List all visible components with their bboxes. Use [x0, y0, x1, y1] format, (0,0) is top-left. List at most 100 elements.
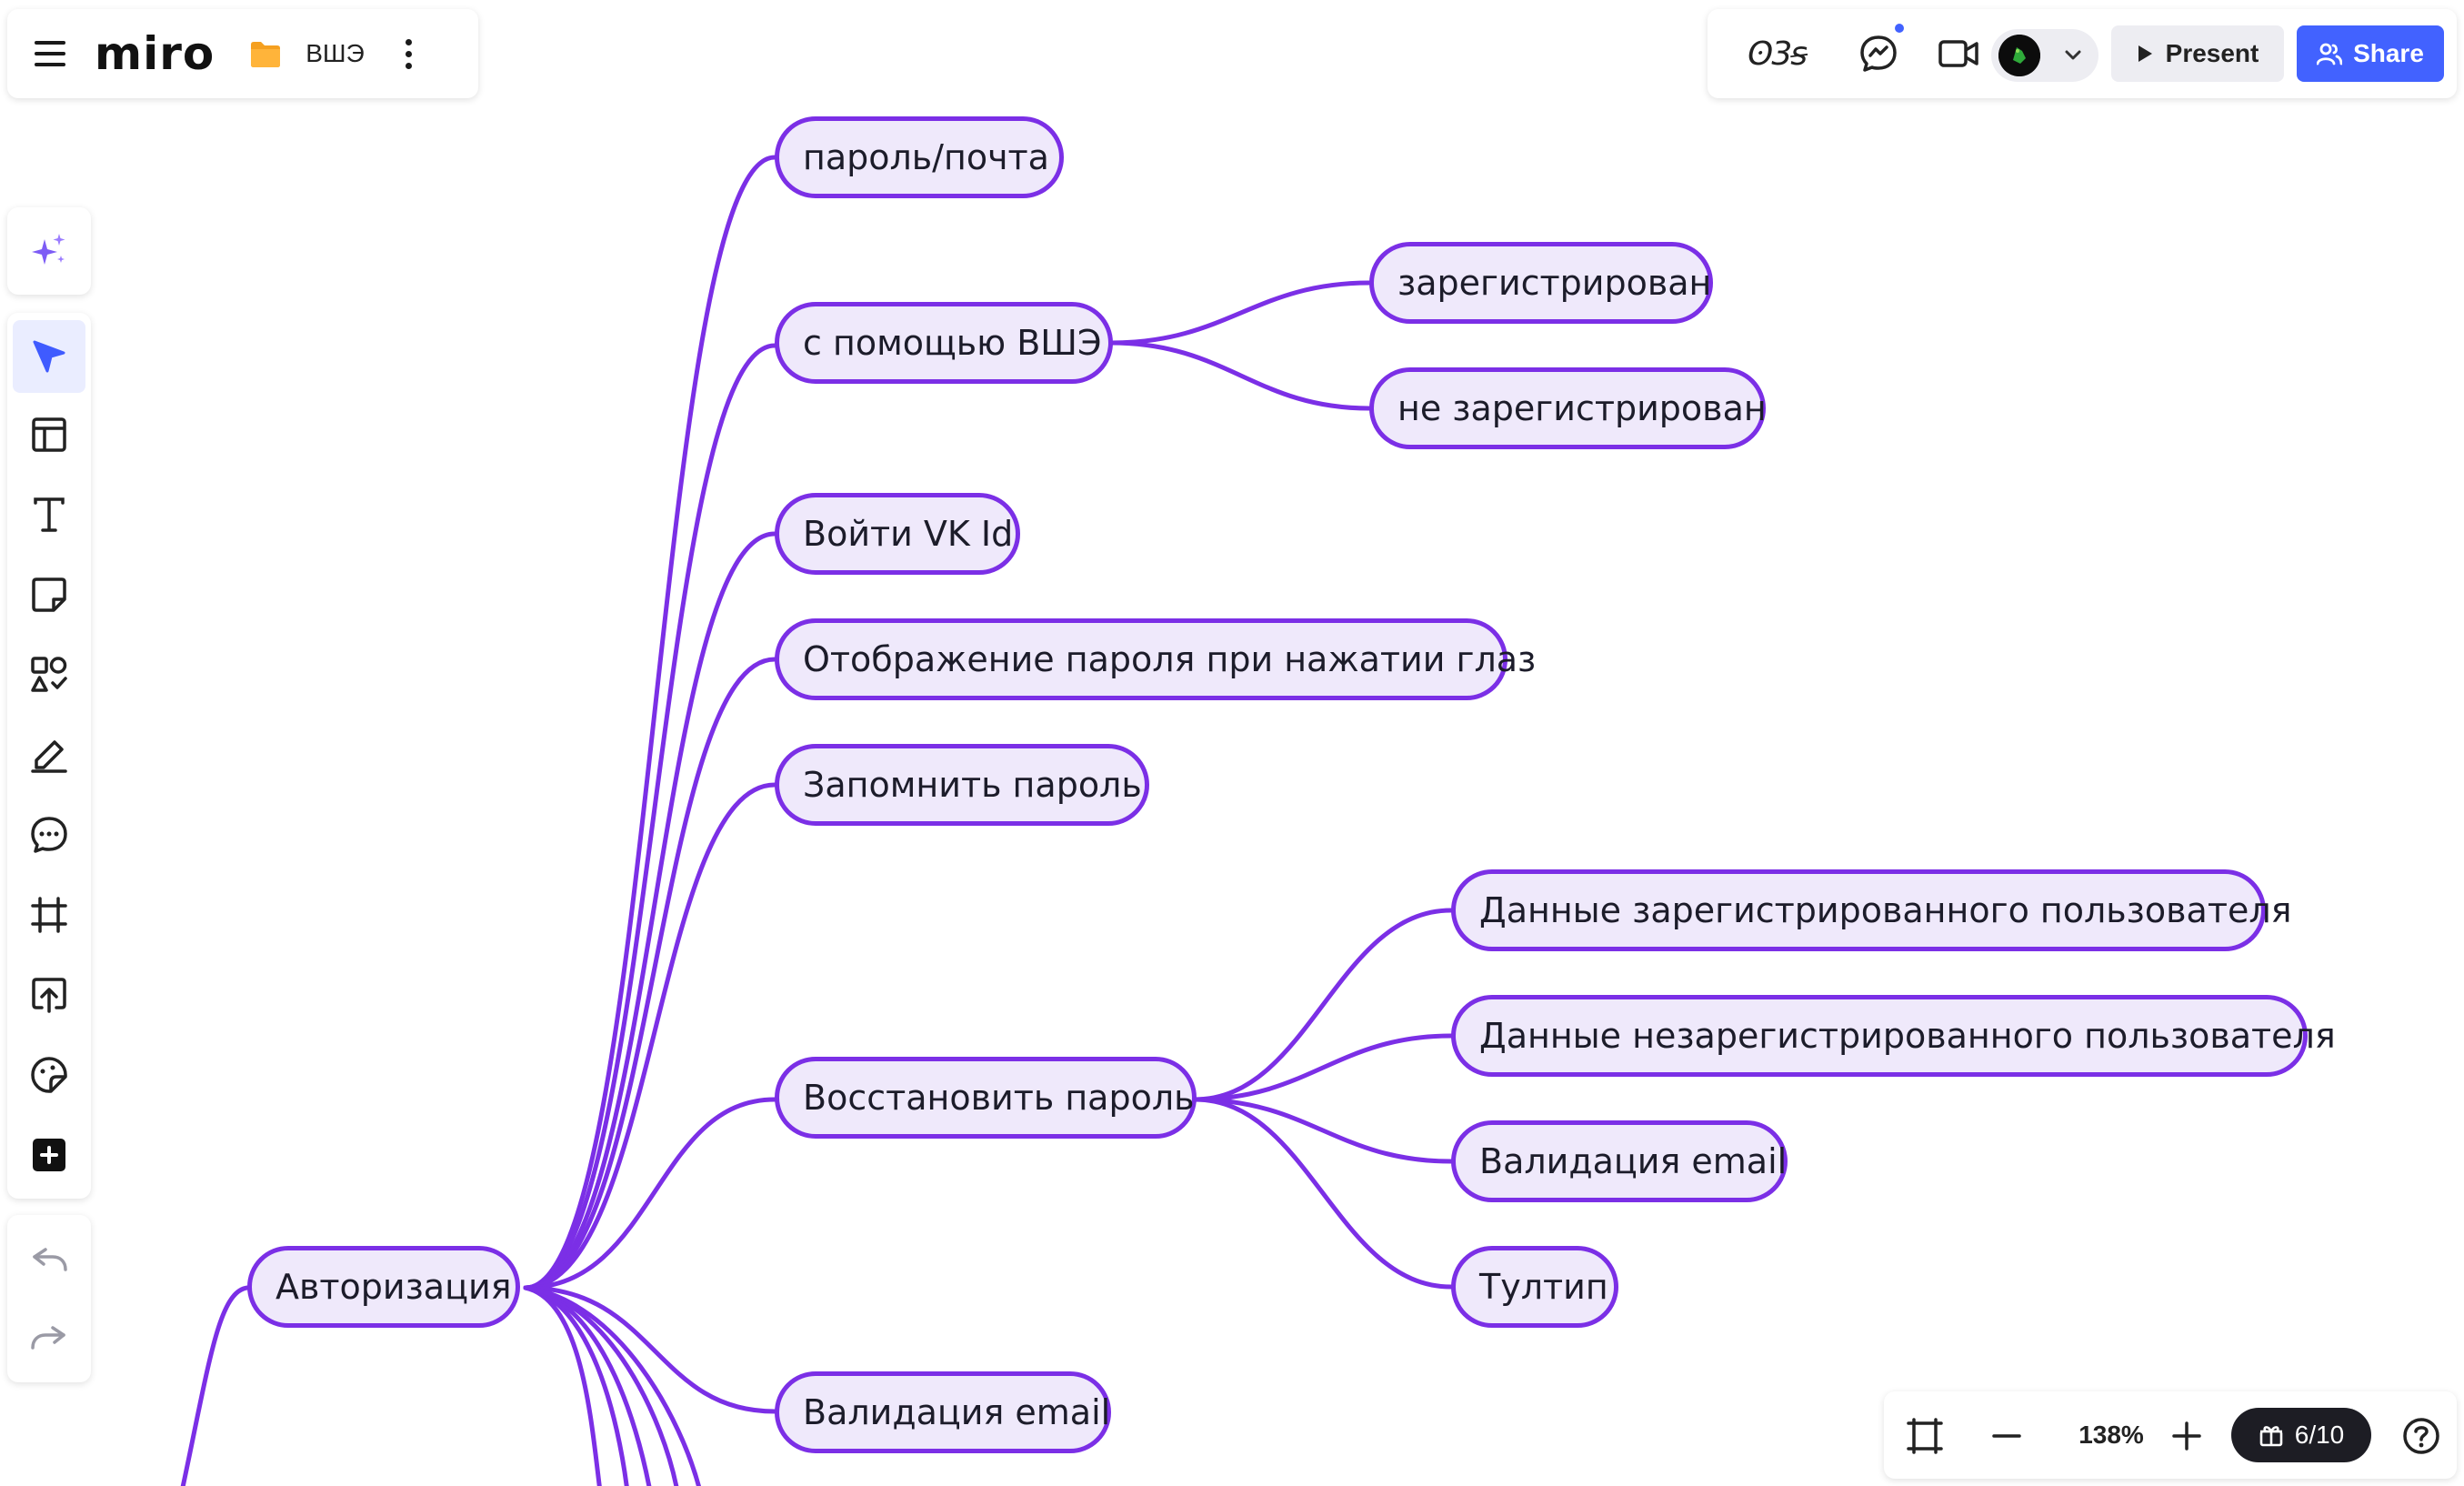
connector-restore — [523, 1097, 777, 1290]
mindmap-node[interactable]: Валидация email — [775, 1371, 1111, 1453]
select-tool-button[interactable] — [13, 320, 85, 393]
fit-to-screen-button[interactable] — [1902, 1413, 1948, 1459]
avatar — [1998, 35, 2040, 76]
sticker-button[interactable] — [13, 1039, 85, 1111]
pen-tool-button[interactable] — [13, 718, 85, 791]
mindmap-node[interactable]: Тултип — [1451, 1246, 1618, 1328]
share-label: Share — [2353, 39, 2424, 67]
reactions-button[interactable]: ʘ3ꞩ — [1726, 9, 1828, 98]
plus-icon — [2172, 1421, 2201, 1451]
node-label: Запомнить пароль — [803, 765, 1142, 805]
frame-icon — [31, 897, 67, 933]
reactions-icon: ʘ3ꞩ — [1748, 35, 1808, 73]
mindmap-node[interactable]: Данные зарегистрированного пользователя — [1451, 869, 2291, 951]
zoom-out-button[interactable] — [1984, 1413, 2029, 1459]
templates-button[interactable] — [13, 398, 85, 471]
present-label: Present — [2165, 39, 2259, 67]
more-apps-icon — [33, 1139, 65, 1171]
present-button[interactable]: Present — [2111, 25, 2284, 82]
chevron-down-icon — [2065, 50, 2081, 60]
templates-icon — [32, 417, 66, 452]
node-label: Данные зарегистрированного пользователя — [1479, 890, 2292, 930]
user-menu[interactable] — [1991, 29, 2098, 82]
node-label: Валидация email — [1479, 1141, 1788, 1181]
mindmap-node[interactable]: Запомнить пароль — [775, 744, 1149, 826]
onboarding-progress-button[interactable]: 6/10 — [2231, 1408, 2371, 1462]
help-button[interactable] — [2400, 1415, 2442, 1457]
sticky-note-button[interactable] — [13, 558, 85, 631]
connector-tooltip — [1192, 1097, 1454, 1290]
connector-unreg-user-data — [1192, 1033, 1454, 1102]
play-icon — [2138, 45, 2152, 62]
sticker-icon — [31, 1057, 67, 1093]
upload-icon — [32, 978, 66, 1013]
node-label: Войти VK Id — [803, 514, 1014, 554]
ai-sparkle-icon — [32, 234, 65, 265]
notification-dot — [1895, 24, 1904, 33]
help-icon — [2403, 1418, 2439, 1454]
undo-button[interactable] — [13, 1224, 85, 1297]
mindmap-node[interactable]: Войти VK Id — [775, 493, 1020, 575]
board-options-icon[interactable] — [405, 38, 414, 69]
collaboration-bar: ʘ3ꞩ Present — [1708, 9, 2457, 98]
connector-email-validation — [1192, 1097, 1454, 1164]
redo-icon — [31, 1326, 65, 1350]
main-menu-icon[interactable] — [35, 41, 65, 66]
shapes-button[interactable] — [13, 638, 85, 711]
node-label: Валидация email — [803, 1392, 1111, 1432]
comment-tool-button[interactable] — [13, 798, 85, 871]
board-header: miro ВШЭ — [7, 9, 478, 98]
mindmap-node[interactable]: Валидация email — [1451, 1120, 1788, 1202]
history-toolbar — [7, 1215, 91, 1382]
select-cursor-icon — [33, 340, 65, 373]
node-label: Восстановить пароль — [803, 1078, 1195, 1118]
share-button[interactable]: Share — [2297, 25, 2444, 82]
connector-hidden-5 — [523, 1285, 701, 1486]
chat-icon — [1860, 35, 1897, 72]
connector-validate — [523, 1285, 777, 1414]
chat-button[interactable] — [1842, 9, 1915, 98]
zoom-in-button[interactable] — [2164, 1413, 2209, 1459]
mindmap-node[interactable]: Восстановить пароль — [775, 1057, 1197, 1139]
users-icon — [2317, 43, 2343, 65]
frame-tool-button[interactable] — [13, 879, 85, 951]
redo-button[interactable] — [13, 1302, 85, 1375]
mindmap-node[interactable]: не зарегистрирован — [1369, 367, 1767, 449]
ai-button[interactable] — [13, 215, 85, 287]
node-label: пароль/почта — [803, 137, 1049, 177]
mindmap-node[interactable]: Данные незарегистрированного пользовател… — [1451, 995, 2336, 1077]
upload-button[interactable] — [13, 959, 85, 1031]
mindmap-node[interactable]: пароль/почта — [775, 116, 1064, 198]
node-label: Данные незарегистрированного пользовател… — [1479, 1016, 2336, 1056]
folder-icon[interactable] — [249, 41, 282, 67]
creation-toolbar — [7, 313, 91, 1199]
board-name[interactable]: ВШЭ — [305, 39, 365, 67]
text-tool-button[interactable] — [13, 478, 85, 551]
node-label: Отображение пароля при нажатии глаз — [803, 639, 1537, 679]
zoom-level[interactable]: 138% — [2078, 1421, 2144, 1449]
ai-toolbar — [7, 207, 91, 295]
connector-vk — [523, 531, 777, 1290]
shapes-icon — [31, 657, 67, 692]
undo-icon — [33, 1248, 67, 1271]
mindmap-root-node[interactable]: Авторизация — [247, 1246, 520, 1328]
miro-logo[interactable]: miro — [95, 27, 215, 80]
gift-icon — [2259, 1426, 2283, 1447]
onboarding-progress: 6/10 — [2294, 1421, 2345, 1449]
connector-not-registered — [1108, 340, 1372, 411]
more-apps-button[interactable] — [13, 1119, 85, 1191]
mindmap-node[interactable]: Отображение пароля при нажатии глаз — [775, 618, 1536, 700]
connector-pass-mail — [523, 155, 777, 1290]
video-call-button[interactable] — [1922, 9, 1995, 98]
zoom-controls-bar: 138% 6/10 — [1884, 1391, 2457, 1479]
minus-icon — [1992, 1434, 2021, 1438]
connector-registered — [1108, 280, 1372, 346]
mindmap-node[interactable]: с помощью ВШЭ — [775, 302, 1113, 384]
comment-icon — [31, 817, 67, 853]
connector-remember — [523, 782, 777, 1290]
node-label: не зарегистрирован — [1397, 388, 1767, 428]
mindmap-node[interactable]: зарегистрирован — [1369, 242, 1713, 324]
connector-root-to-parent — [180, 1285, 250, 1486]
